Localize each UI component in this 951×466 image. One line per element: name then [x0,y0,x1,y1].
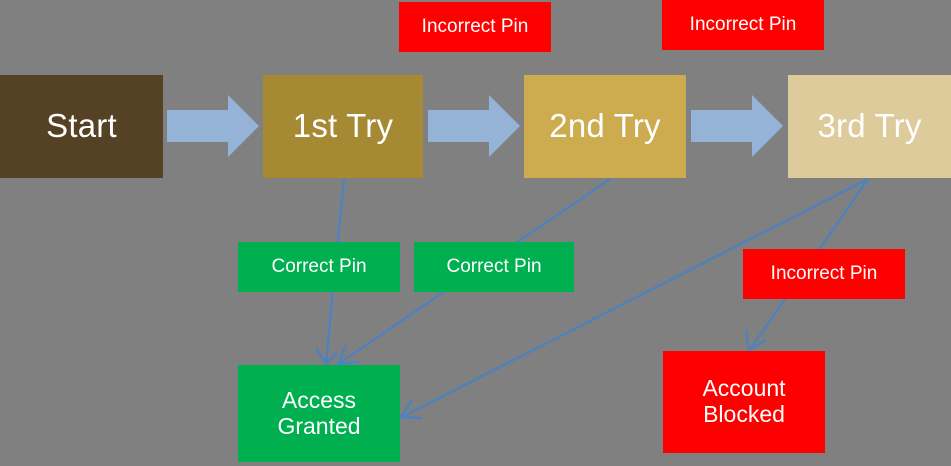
edge-label-text: Correct Pin [446,256,542,278]
arrowhead-3rd-try-to-access-granted [398,399,423,420]
state-label-2nd-try: 2nd Try [549,107,661,145]
arrowhead-1st-try-to-access-granted [314,347,339,366]
state-box-start[interactable]: Start [0,75,163,178]
block-arrow-1st-try-to-2nd-try [428,95,520,157]
state-box-3rd-try[interactable]: 3rd Try [788,75,951,178]
edge-label-text: Incorrect Pin [689,14,797,36]
edge-label-text: Incorrect Pin [421,16,529,38]
outcome-box-account-blocked[interactable]: Account Blocked [663,351,825,453]
state-label-3rd-try: 3rd Try [817,107,922,145]
edge-label-text: Correct Pin [271,256,367,278]
outcome-box-access-granted[interactable]: Access Granted [238,365,400,462]
outcome-label-line2: Granted [277,412,361,439]
state-box-2nd-try[interactable]: 2nd Try [524,75,686,178]
edge-label-correct-pin-1: Correct Pin [238,242,400,292]
edge-label-incorrect-pin-3: Incorrect Pin [743,249,905,299]
block-arrow-2nd-try-to-3rd-try [691,95,783,157]
outcome-label-line1: Access [281,386,357,413]
connector-3rd-try-to-access-granted [403,177,869,418]
edge-label-text: Incorrect Pin [770,263,878,285]
edge-label-correct-pin-2: Correct Pin [414,242,574,292]
block-arrow-start-to-1st-try [167,95,259,157]
state-label-1st-try: 1st Try [292,107,394,145]
arrowhead-2nd-try-to-access-granted [336,344,360,366]
arrowhead-3rd-try-to-account-blocked [744,329,767,352]
edge-label-incorrect-pin-2: Incorrect Pin [662,0,824,50]
outcome-label-line2: Blocked [703,401,785,427]
state-label-start: Start [46,107,117,145]
edge-label-incorrect-pin-1: Incorrect Pin [399,2,551,52]
state-box-1st-try[interactable]: 1st Try [263,75,423,178]
outcome-label-line1: Account [702,375,786,402]
